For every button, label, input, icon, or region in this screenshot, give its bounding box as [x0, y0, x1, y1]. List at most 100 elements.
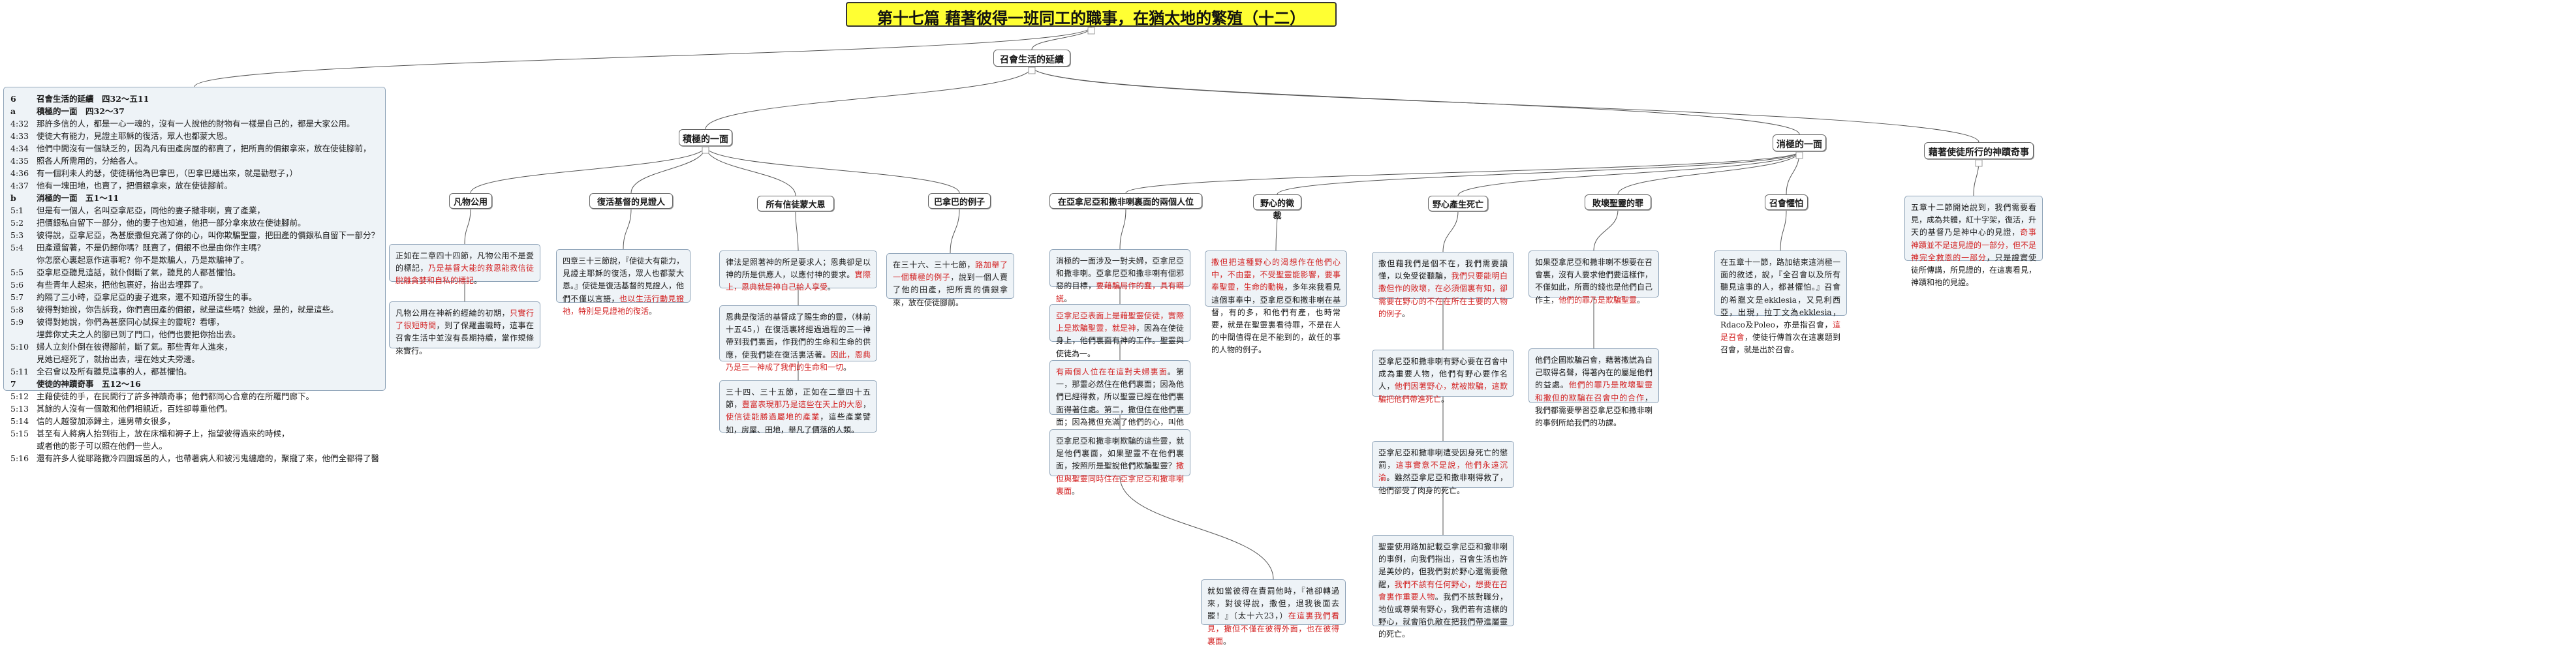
note-church-fear[interactable]: 在五章十一節，路加結束這消極一面的敘述，說，『全召會以及所有聽見這事的人，都甚懼…: [1714, 251, 1847, 354]
connector-branch-negative-side-to-sub-ambition-produces-death: [1457, 151, 1800, 196]
note-text: 在三十六、三十七節，: [893, 260, 976, 269]
note-text: 。: [1402, 309, 1410, 318]
note-grace-1[interactable]: 律法是照著神的所是要求人；恩典卻是以神的所是供應人，以應付神的要求。實際上，恩典…: [719, 251, 877, 292]
verse-text: 照各人所需用的，分給各人。: [37, 156, 143, 166]
sub-two-persons-in-ananias[interactable]: 在亞拿尼亞和撒非喇裏面的兩個人位: [1049, 193, 1202, 209]
outline-verse: 5:4 田產還留著，不是仍歸你嗎？既賣了，價銀不也是由你作主嗎？: [10, 241, 379, 254]
note-text: 消極的一面涉及一對夫婦，亞拿尼亞和撒非喇。亞拿尼亞和撒非喇有個邪惡的目標，: [1056, 256, 1184, 291]
sub-common-property[interactable]: 凡物公用: [449, 193, 492, 209]
verse-text: 消極的一面 五1～11: [37, 193, 119, 203]
highlighted-text: 要藉騙局作的蠢，具有瞞謊: [1056, 281, 1184, 303]
collapse-toggle[interactable]: [1028, 67, 1036, 74]
note-ambition-death-2[interactable]: 亞拿尼亞和撒非喇有野心要在召會中成為重要人物，他們有野心要作名人，他們因著野心，…: [1372, 350, 1514, 404]
highlighted-text: 也以生活行動見證祂，特別是見證祂的復活: [563, 294, 684, 316]
sub-church-fear[interactable]: 召會懼怕: [1765, 194, 1808, 210]
highlighted-text: 這事實意不是說，他們永遠沉淪: [1378, 461, 1508, 483]
map-title[interactable]: 第十七篇 藉著彼得一班同工的職事，在猶太地的繁殖（十二）: [846, 2, 1337, 27]
verse-number: 5:14: [10, 416, 29, 426]
note-two-persons-1[interactable]: 消極的一面涉及一對夫婦，亞拿尼亞和撒非喇。亞拿尼亞和撒非喇有個邪惡的目標，要藉騙…: [1049, 249, 1190, 303]
verse-text: 見她已經死了，就抬出去，埋在她丈夫旁邊。: [37, 354, 200, 364]
collapse-toggle[interactable]: [1087, 27, 1095, 35]
connector-sub-ambition-produces-death-to-note-ambition-death-1: [1442, 211, 1459, 252]
sub-discipline-of-ambition[interactable]: 野心的徵裁: [1253, 194, 1301, 221]
highlighted-text: 因此，恩典乃是三一神成了我們的生命和一切: [726, 350, 871, 372]
note-text: 就如當彼得在責罰他時，『祂卻轉過來，對彼得說，撒但，退我後面去罷！』（太十六23…: [1207, 586, 1339, 621]
highlighted-text: 這是召會: [1720, 320, 1840, 343]
verse-number: 5:9: [10, 317, 24, 327]
verse-text: 但是有一個人，名叫亞拿尼亞，同他的妻子撒非喇，賣了產業，: [37, 206, 266, 215]
note-corrupting-spirit-1[interactable]: 如果亞拿尼亞和撒非喇不想要在召會裏，沒有人要求他們要這樣作，不僅如此，所賣的錢也…: [1529, 251, 1659, 305]
note-ambition-death-4[interactable]: 聖靈使用路加記載亞拿尼亞和撒非喇的事例，向我們指出，召會生活也許是美妙的，但我們…: [1372, 535, 1514, 639]
note-witness-resurrection[interactable]: 四章三十三節說，『使徒大有能力，見證主耶穌的復活，眾人也都蒙大恩。』使徒是復活基…: [556, 249, 691, 316]
verse-number: 4:35: [10, 156, 29, 166]
sub-sin-of-corrupting-spirit[interactable]: 敗壞聖靈的罪: [1585, 194, 1651, 210]
note-common-property-1[interactable]: 正如在二章四十四節，凡物公用不是愛的標記，乃是基督大能的救恩能救信徒脫離貪婪和自…: [389, 244, 540, 286]
note-text: ，多年來我看見這個事奉中，亞拿尼亞和撒非喇在基督，有的多，和他們有產，也時常要，…: [1211, 282, 1341, 355]
note-grace-3[interactable]: 三十四、三十五節，正如在二章四十五節，豐富表現那乃是這些在天上的大恩，使信徒能勝…: [719, 380, 877, 434]
note-text: 凡物公用在神新約經綸的初期，: [396, 309, 510, 318]
branch-miracles-by-apostles[interactable]: 藉著使徒所行的神蹟奇事: [1924, 142, 2034, 159]
collapse-toggle[interactable]: [1795, 151, 1803, 159]
verse-number: 5:8: [10, 305, 24, 314]
note-two-persons-3[interactable]: 有兩個人位在在這對夫婦裏面。第一，那靈必然住在他們裏面；因為他們已經得救，所以聖…: [1049, 360, 1190, 439]
verse-text: 主藉使徒的手，在民間行了許多神蹟奇事；他們都同心合意的在所羅門廊下。: [37, 391, 315, 401]
verse-number: 5:7: [10, 292, 24, 302]
verse-text: 田產還留著，不是仍歸你嗎？既賣了，價銀不也是由你作主嗎？: [37, 243, 266, 252]
note-text: 。: [843, 362, 852, 372]
note-ambition-death-3[interactable]: 亞拿尼亞和撒非喇遭受因身死亡的懲罰，這事實意不是說，他們永遠沉淪。雖然亞拿尼亞和…: [1372, 441, 1514, 495]
connector-sub-barnabas-example-to-note-barnabas: [950, 208, 960, 254]
note-ambition-discipline[interactable]: 撒但把這種野心的渴想作在他們心中，不由靈，不受聖靈能影響，要事奉聖靈，生命的動機…: [1205, 251, 1347, 354]
verse-text: 埋葬你丈夫之人的腳已到了門口，他們也要把你抬出去。: [37, 329, 241, 339]
branch-positive-side[interactable]: 積極的一面: [679, 129, 732, 146]
note-text: 。: [474, 276, 482, 286]
outline-verse: 或者他的影子可以照在他們一些人。: [10, 440, 379, 452]
outline-verse: 5:12 主藉使徒的手，在民間行了許多神蹟奇事；他們都同心合意的在所羅門廊下。: [10, 390, 379, 403]
note-text: ，說到一個人賣了他的田產，把所賣的價銀拿來，放在使徒腳前。: [893, 273, 1008, 307]
highlighted-text: 實際上，恩典就是神自己給人享受: [726, 270, 871, 292]
note-miracles[interactable]: 五章十二節開始說到，我們需要看見，成為共體，紅十字架，復活，升天的基督乃是神中心…: [1904, 196, 2043, 287]
note-text: 亞拿尼亞和撒非喇遭受因身死亡的懲罰，: [1378, 448, 1508, 470]
verse-number: 4:34: [10, 144, 29, 153]
verse-number: b: [10, 193, 16, 203]
note-two-persons-4[interactable]: 亞拿尼亞和撒非喇欺騙的這些靈，就是他們裏面，如果聖靈不在他們裏面，按照所是聖說他…: [1049, 429, 1190, 496]
verse-text: 有一個利未人約瑟，使徒稱他為巴拿巴，（巴拿巴繙出來，就是勸慰子，）: [37, 168, 298, 178]
highlighted-text: 他們的罪乃是敗壞聖靈和撒但的欺騙在召會中的合作: [1535, 380, 1653, 403]
note-text: 。: [1064, 294, 1072, 303]
root-topic-church-life[interactable]: 召會生活的延續: [993, 50, 1070, 67]
sub-ambition-produces-death[interactable]: 野心產生死亡: [1428, 196, 1488, 211]
note-text: 三十四、三十五節，正如在二章四十五節，: [726, 388, 871, 410]
verse-text: 還有許多人從耶路撒冷四圍城邑的人，也帶著病人和被污鬼纏磨的，聚攏了來，他們全都得…: [37, 453, 379, 463]
highlighted-text: 豐富表現那乃是這些在天上的大恩: [741, 400, 863, 410]
note-corrupting-spirit-2[interactable]: 他們企圖欺騙召會，藉著撒謊為自己取得名聲，得著內在的屬是他們的益處。他們的罪乃是…: [1529, 348, 1659, 427]
highlighted-text: 路加舉了一個積極的例子: [893, 260, 1008, 282]
verse-text: 那許多信的人，都是一心一魂的，沒有一人說他的財物有一樣是自己的，都是大家公用。: [37, 119, 355, 129]
note-text: 。: [1223, 636, 1232, 646]
verse-number: 5:4: [10, 243, 24, 252]
highlighted-text: 使信徒能勝過屬地的產業: [726, 412, 820, 422]
verse-text: 使徒大有能力，見證主耶穌的復活，眾人也都蒙大恩。: [37, 131, 233, 141]
note-ambition-death-1[interactable]: 撒但藉我們是個不在，我們需要讀懂，以免受從聽騙，我們只要能明白撒但作的敗壞，在必…: [1372, 252, 1514, 318]
sub-barnabas-example[interactable]: 巴拿巴的例子: [928, 193, 991, 209]
verse-number: 7: [10, 379, 16, 389]
verse-text: 或者他的影子可以照在他們一些人。: [37, 441, 168, 451]
note-common-property-2[interactable]: 凡物公用在神新約經綸的初期，只實行了很短時間，到了保羅盡職時，這事在召會生活中並…: [389, 301, 540, 356]
sub-great-grace[interactable]: 所有信徒蒙大恩: [757, 196, 834, 211]
note-grace-2[interactable]: 恩典是復活的基督成了賜生命的靈，（林前十五45，）在復活裏將經過過程的三一神帶到…: [719, 305, 877, 372]
note-two-persons-5[interactable]: 就如當彼得在責罰他時，『祂卻轉過來，對彼得說，撒但，退我後面去罷！』（太十六23…: [1201, 579, 1346, 646]
note-two-persons-2[interactable]: 亞拿尼亞表面上是藉聖靈使徒，實際上是欺騙聖靈，就是神，因為在使徒身上，他們裏面有…: [1049, 304, 1190, 358]
collapse-toggle[interactable]: [702, 146, 709, 154]
note-text: 。雖然亞拿尼亞和撒非喇得救了，他們卻受了肉身的死亡。: [1378, 473, 1508, 495]
verse-number: a: [10, 106, 16, 116]
note-barnabas[interactable]: 在三十六、三十七節，路加舉了一個積極的例子，說到一個人賣了他的田產，把所賣的價銀…: [886, 253, 1014, 307]
verse-number: 5:12: [10, 391, 29, 401]
sub-witnesses-of-resurrection[interactable]: 復活基督的見證人: [589, 193, 673, 209]
verse-text: 全召會以及所有聽見這事的人，都甚懼怕。: [37, 367, 192, 376]
collapse-toggle[interactable]: [1975, 159, 1983, 167]
branch-negative-side[interactable]: 消極的一面: [1773, 134, 1826, 151]
